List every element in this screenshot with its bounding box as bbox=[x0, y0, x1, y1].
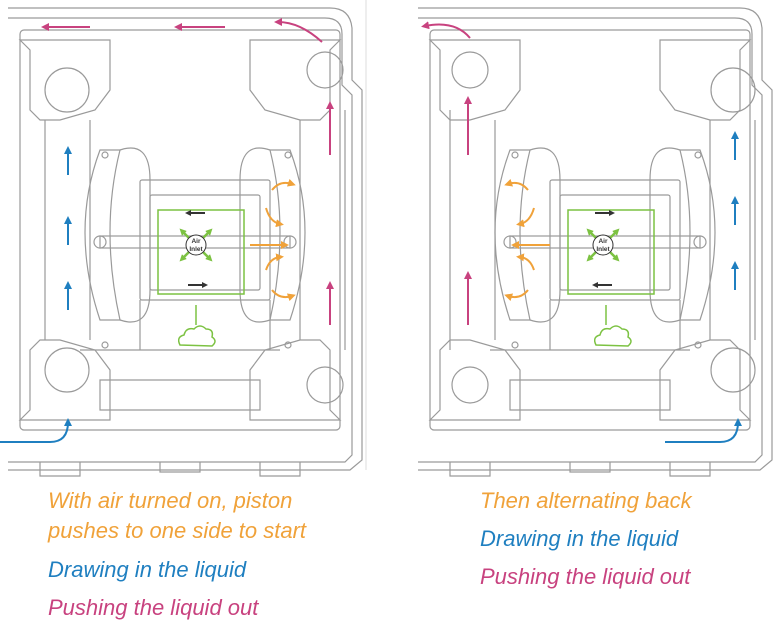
left-pump-housing bbox=[8, 7, 363, 477]
right-blue-arrows bbox=[665, 131, 742, 443]
left-blue-arrows bbox=[0, 146, 72, 443]
right-pump: Air Inlet bbox=[418, 7, 773, 477]
right-exhaust-cloud-icon bbox=[593, 325, 632, 347]
left-pump: Air Inlet bbox=[0, 7, 363, 477]
right-pushing-out-label: Pushing the liquid out bbox=[480, 564, 691, 589]
left-pushing-out-label: Pushing the liquid out bbox=[48, 595, 259, 620]
right-air-flow bbox=[567, 209, 655, 325]
left-magenta-arrows bbox=[41, 18, 334, 325]
right-orange-arrows bbox=[504, 178, 550, 302]
left-air-label-1: Air bbox=[191, 238, 201, 245]
left-drawing-in-label: Drawing in the liquid bbox=[48, 557, 247, 582]
right-air-label-2: Inlet bbox=[596, 246, 610, 253]
left-air-inlet-icon bbox=[185, 234, 207, 256]
right-caption-line1: Then alternating back bbox=[480, 488, 692, 513]
left-caption-line2: pushes to one side to start bbox=[48, 518, 307, 543]
right-pump-housing bbox=[418, 7, 773, 477]
left-caption-line1: With air turned on, piston bbox=[48, 488, 293, 513]
right-magenta-arrows bbox=[421, 21, 472, 325]
right-drawing-in-label: Drawing in the liquid bbox=[480, 526, 679, 551]
pump-diagram: Air Inlet bbox=[0, 0, 773, 477]
left-air-flow bbox=[157, 209, 245, 325]
left-exhaust-cloud-icon bbox=[177, 325, 216, 347]
right-air-inlet-icon bbox=[592, 234, 614, 256]
left-air-label-2: Inlet bbox=[189, 246, 203, 253]
right-air-label-1: Air bbox=[598, 238, 608, 245]
left-orange-arrows bbox=[250, 178, 296, 302]
